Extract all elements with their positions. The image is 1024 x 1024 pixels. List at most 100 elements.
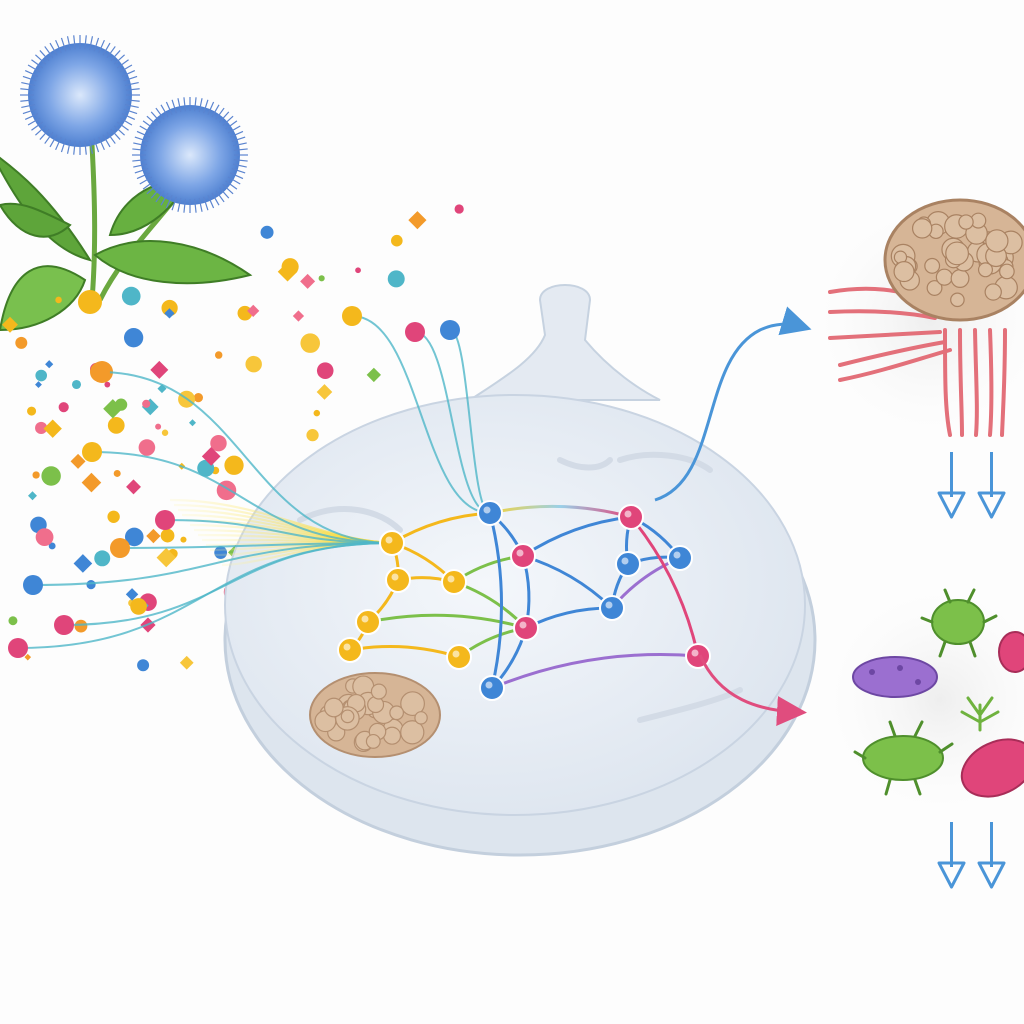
flower-spike bbox=[142, 180, 155, 190]
compound-particle bbox=[113, 469, 121, 477]
flower-spike bbox=[20, 99, 35, 102]
flower-spike bbox=[198, 98, 203, 113]
flower-spike bbox=[233, 148, 248, 151]
compound-particle bbox=[387, 270, 405, 288]
flower-spike bbox=[113, 54, 125, 65]
plant-source bbox=[0, 35, 253, 383]
flower-spike bbox=[119, 64, 133, 73]
flower-spike bbox=[171, 196, 177, 211]
compound-particle bbox=[201, 447, 221, 466]
flower-spike bbox=[215, 107, 225, 120]
flower-spike bbox=[93, 37, 100, 52]
compound-particle bbox=[45, 360, 54, 369]
compound-particle bbox=[260, 225, 274, 239]
feeder-line bbox=[99, 371, 393, 544]
node-highlight bbox=[624, 510, 632, 518]
flower-spike bbox=[211, 104, 220, 118]
node-highlight bbox=[361, 615, 369, 623]
tissue-lobe bbox=[999, 263, 1015, 280]
flower-spike bbox=[35, 125, 47, 136]
flower-spike bbox=[125, 88, 140, 91]
flower-spike bbox=[27, 64, 41, 73]
microbe-pink-2 bbox=[960, 738, 1024, 798]
node-highlight bbox=[447, 575, 455, 583]
flower-spike bbox=[155, 107, 165, 120]
compound-particle bbox=[188, 419, 196, 427]
flower-spike bbox=[73, 140, 76, 155]
compound-particle bbox=[130, 598, 147, 615]
compound-particle bbox=[123, 328, 144, 348]
flower-spike bbox=[123, 108, 138, 115]
compound-cloud bbox=[2, 204, 464, 672]
tissue-lobe bbox=[400, 691, 425, 717]
network-node bbox=[615, 551, 641, 577]
network-node bbox=[355, 609, 381, 635]
network-node bbox=[513, 615, 539, 641]
feeder-node bbox=[342, 306, 362, 326]
flower-spike bbox=[66, 36, 72, 51]
network-node bbox=[477, 500, 503, 526]
flower-spike bbox=[22, 108, 37, 115]
feeder-node bbox=[110, 538, 130, 558]
feeder-node bbox=[155, 510, 175, 530]
tissue-sample bbox=[309, 672, 441, 758]
tissue-lobe bbox=[893, 261, 915, 283]
flower-spike bbox=[20, 88, 35, 91]
microbe-purple bbox=[852, 656, 938, 698]
tissue-lobe bbox=[924, 257, 941, 274]
flower-head bbox=[28, 43, 132, 147]
brain-outcome bbox=[820, 198, 1024, 519]
network-node bbox=[618, 504, 644, 530]
compound-particle bbox=[161, 429, 169, 436]
feeder-line bbox=[351, 315, 491, 514]
compound-particle bbox=[126, 479, 141, 495]
compound-particle bbox=[8, 616, 18, 626]
compound-particle bbox=[55, 296, 62, 304]
flower-spike bbox=[229, 130, 244, 138]
flower-spike bbox=[121, 70, 136, 77]
compound-particle bbox=[138, 439, 156, 456]
flower-spike bbox=[132, 148, 147, 151]
flower-spike bbox=[218, 187, 230, 199]
tissue-lobe bbox=[984, 283, 1002, 301]
flower-spike bbox=[233, 159, 248, 162]
tissue-lobe bbox=[950, 292, 965, 308]
flower-spike bbox=[84, 35, 87, 50]
compound-particle bbox=[48, 542, 56, 550]
flower-spike bbox=[171, 99, 177, 114]
flower-spike bbox=[222, 115, 234, 127]
flower-spike bbox=[73, 35, 76, 50]
flower-spike bbox=[44, 131, 54, 144]
flower-spike bbox=[98, 136, 105, 151]
compound-particle bbox=[86, 580, 96, 590]
compound-particle bbox=[224, 455, 244, 475]
flower-spike bbox=[22, 75, 37, 82]
microbe-pink bbox=[998, 631, 1024, 673]
tissue-lobe bbox=[389, 705, 404, 721]
feeder-node bbox=[82, 442, 102, 462]
flower-spike bbox=[160, 192, 169, 206]
compound-particle bbox=[71, 379, 82, 390]
flower-spike bbox=[55, 136, 62, 151]
compound-particle bbox=[24, 653, 32, 661]
compound-particle bbox=[104, 381, 111, 388]
node-highlight bbox=[391, 573, 399, 581]
compound-particle bbox=[391, 234, 403, 247]
compound-particle bbox=[58, 402, 69, 413]
network-node bbox=[446, 644, 472, 670]
target-network-dish bbox=[223, 284, 817, 857]
flower-spike bbox=[66, 139, 72, 154]
compound-particle bbox=[454, 204, 464, 214]
flower-spike bbox=[177, 98, 182, 113]
flower-spike bbox=[227, 176, 241, 185]
flower-spike bbox=[207, 101, 215, 116]
flower-spike bbox=[227, 125, 241, 134]
compound-particle bbox=[316, 362, 334, 379]
flower-spike bbox=[211, 192, 220, 206]
compound-particle bbox=[142, 399, 151, 408]
feeder-node bbox=[23, 575, 43, 595]
node-highlight bbox=[621, 557, 629, 565]
compound-particle bbox=[210, 434, 227, 452]
node-highlight bbox=[483, 506, 491, 514]
